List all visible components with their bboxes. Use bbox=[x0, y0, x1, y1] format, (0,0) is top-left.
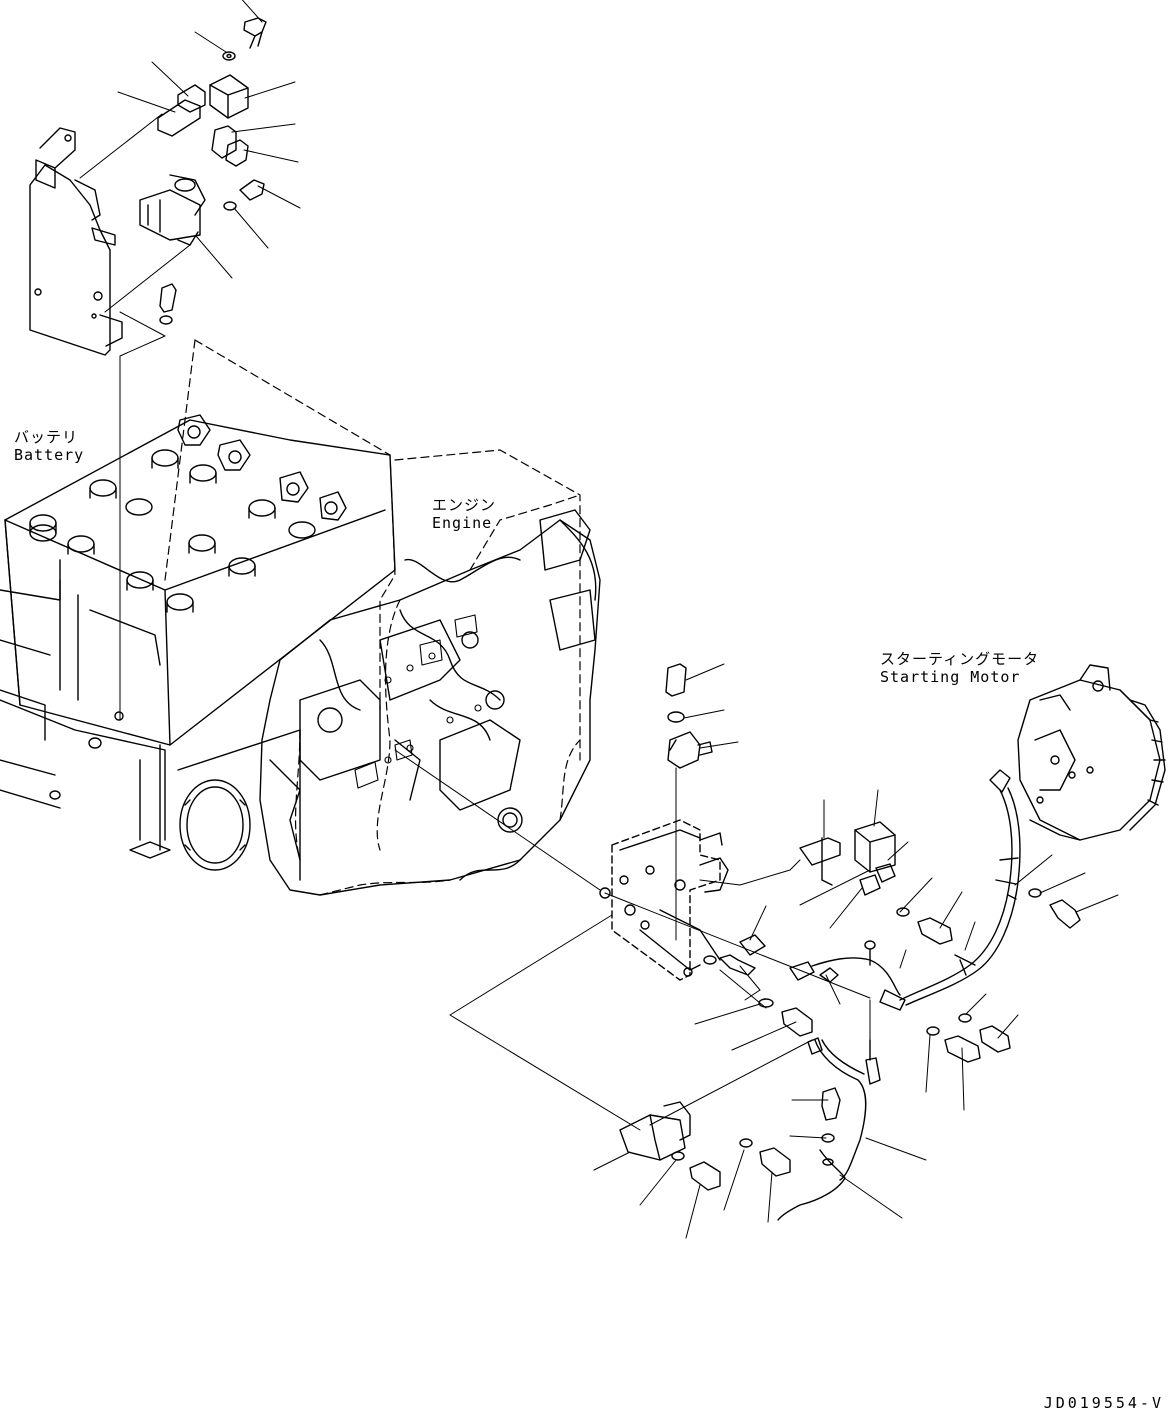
motor-relay-assembly bbox=[799, 821, 896, 896]
starting-motor-label-jp: スターティングモータ bbox=[880, 650, 1040, 668]
engine-label-jp: エンジン bbox=[432, 496, 497, 514]
engine-label: エンジン Engine bbox=[432, 496, 496, 532]
starting-motor-assembly bbox=[1017, 664, 1166, 841]
battery-label: バッテリ Battery bbox=[14, 428, 84, 464]
battery-label-jp: バッテリ bbox=[14, 428, 79, 446]
starting-motor-label-en: Starting Motor bbox=[880, 668, 1021, 686]
wiring-harness bbox=[703, 934, 901, 996]
starting-motor-label: スターティングモータ Starting Motor bbox=[880, 650, 1039, 686]
connection-triangle bbox=[449, 859, 871, 1131]
battery-assembly bbox=[0, 414, 396, 859]
battery-label-en: Battery bbox=[14, 446, 85, 464]
leader-lines-lower bbox=[593, 663, 1119, 1239]
leader-lines-top bbox=[79, 0, 301, 721]
lower-hardware bbox=[619, 998, 841, 1191]
starter-cable bbox=[879, 769, 1021, 1011]
relay-bracket-assembly bbox=[29, 127, 123, 356]
battery-box-cover bbox=[164, 339, 581, 761]
engine-assembly bbox=[177, 509, 601, 896]
lower-relay-assembly bbox=[665, 663, 713, 941]
motor-hardware bbox=[896, 888, 1081, 1063]
lower-cable bbox=[777, 999, 881, 1221]
leader-engine-to-bracket bbox=[394, 749, 601, 891]
top-hardware bbox=[139, 17, 267, 325]
drawing-code: JD019554-V bbox=[1043, 1394, 1164, 1412]
engine-outline bbox=[294, 494, 581, 896]
engine-label-en: Engine bbox=[432, 514, 493, 532]
engine-details bbox=[354, 614, 482, 789]
lower-bracket-assembly bbox=[599, 819, 729, 981]
